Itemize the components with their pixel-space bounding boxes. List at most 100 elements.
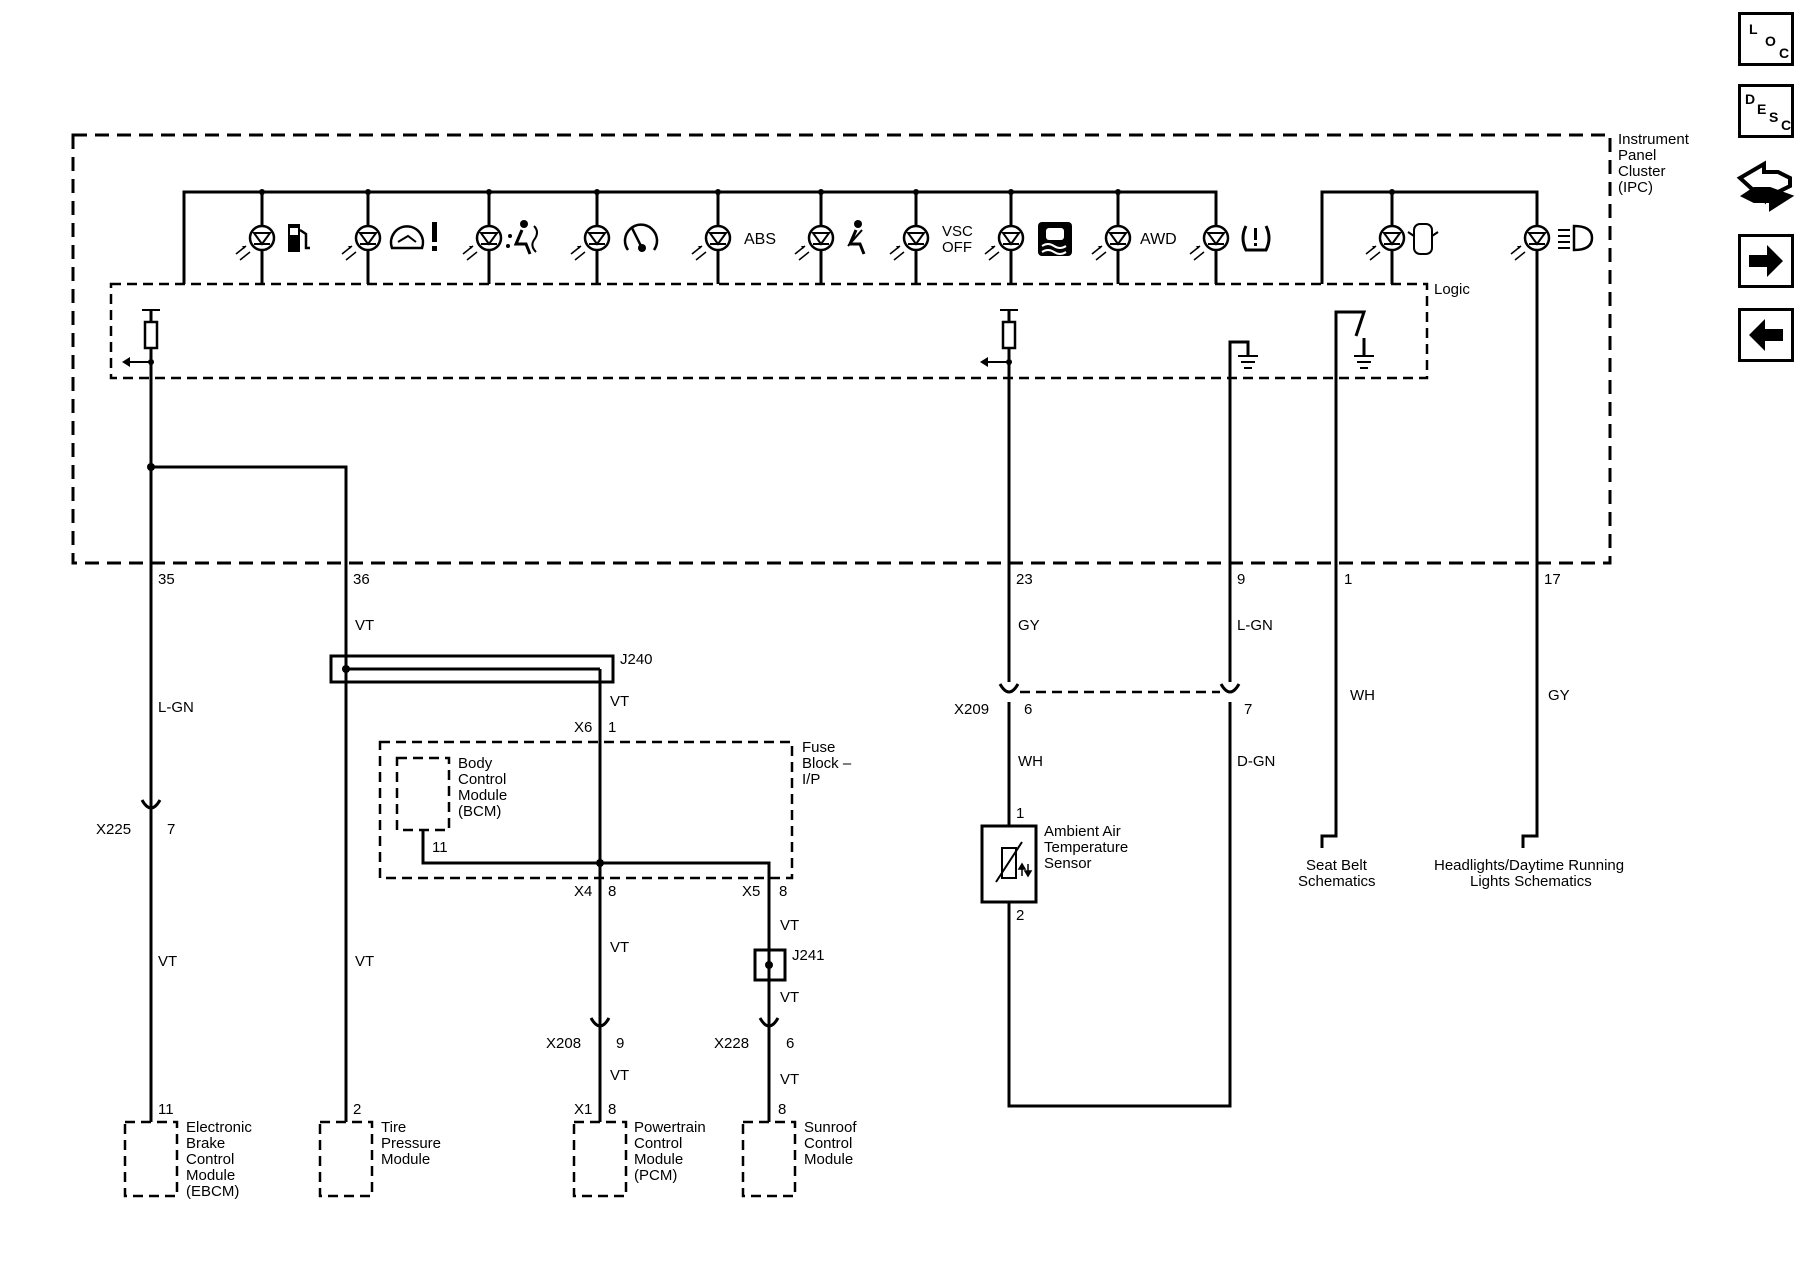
connector-x228-name: X228 [714,1035,749,1052]
sunroof-line1: Sunroof [804,1119,857,1136]
pin-9: 9 [1237,571,1245,588]
loc-letter-c: C [1779,45,1790,61]
connector-x228-pin: 6 [786,1035,794,1052]
connector-x6-name: X6 [574,719,592,736]
loc-button[interactable]: L O C [1738,12,1794,66]
wire-color-j240-down: VT [610,693,629,710]
wire-36 [151,465,348,1122]
pcm-line1: Powertrain [634,1119,706,1136]
splice-j240-label: J240 [620,651,653,668]
headlights-ref-line1: Headlights/Daytime Running [1434,857,1624,874]
connector-x6-pin: 1 [608,719,616,736]
lamp-abs [690,224,732,262]
wire-color-x4-down: VT [610,939,629,956]
logic-ground-9 [1228,340,1258,562]
lamp-vsc-off [888,224,930,262]
lamp-seatbelt [793,224,835,262]
tpm-pin: 2 [353,1101,361,1118]
seat-belt-ref-line1: Seat Belt [1306,857,1368,874]
bcm-line1: Body [458,755,493,772]
connector-x4-pin: 8 [608,883,616,900]
bcm-line2: Control [458,771,506,788]
pin-1: 1 [1344,571,1352,588]
seat-belt-ref-line2: Schematics [1298,873,1376,890]
connector-icon [1736,160,1795,212]
pcm-line3: Module [634,1151,683,1168]
ebcm-enclosure [123,1120,179,1198]
headlights-reference-terminal [1521,562,1539,848]
ebcm-pin: 11 [158,1101,174,1118]
lamp-airbag [461,224,503,262]
ipc-title-line3: Cluster [1618,163,1666,180]
connector-x208-pin: 9 [616,1035,624,1052]
vsc-indicator-line1: VSC [942,223,973,240]
sunroof-pin: 8 [778,1101,786,1118]
tpm-enclosure [318,1120,374,1198]
connector-x209-pin-a: 6 [1024,701,1032,718]
sunroof-line3: Module [804,1151,853,1168]
loc-letter-l: L [1749,21,1758,37]
pcm-line4: (PCM) [634,1167,677,1184]
wire-color-1: WH [1350,687,1375,704]
sunroof-enclosure [741,1120,797,1198]
ebcm-line5: (EBCM) [186,1183,239,1200]
wire-color-17: GY [1548,687,1570,704]
sensor-line3: Sensor [1044,855,1092,872]
wire-color-23-lower: WH [1018,753,1043,770]
fuse-block-line3: I/P [802,771,820,788]
vsc-indicator-line2: OFF [942,239,972,256]
ipc-title-line4: (IPC) [1618,179,1653,196]
connector-x208-name: X208 [546,1035,581,1052]
previous-button[interactable] [1738,308,1794,362]
fuse-block-enclosure [378,740,794,880]
wire-bcm-11 [421,830,771,1122]
fuse-block-line2: Block – [802,755,852,772]
logic-switch-1 [1334,310,1374,562]
wire-color-9: L-GN [1237,617,1273,634]
logic-label: Logic [1434,281,1470,298]
desc-letter-d: D [1745,91,1756,107]
pcm-line2: Control [634,1135,682,1152]
bcm-enclosure [395,756,451,832]
ebcm-line3: Control [186,1151,234,1168]
lamp-tire-pressure [1188,224,1230,262]
speedometer-icon [623,223,659,252]
abs-indicator-text: ABS [744,231,776,248]
arrow-right-icon [1749,245,1783,277]
tire-pressure-icon [1241,225,1271,252]
lamp-high-beam [1509,224,1551,262]
splice-j241 [753,948,787,982]
connector-x225-name: X225 [96,821,131,838]
next-button[interactable] [1738,234,1794,288]
lamp-awd [1090,224,1132,262]
tpm-line2: Pressure [381,1135,441,1152]
sensor-pin-bottom: 2 [1016,907,1024,924]
wire-color-9-lower: D-GN [1237,753,1275,770]
bcm-pin: 11 [432,839,448,856]
wire-color-36: VT [355,617,374,634]
lamp-door-ajar [1364,224,1406,262]
lamp-stability [983,224,1025,262]
sensor-line2: Temperature [1044,839,1128,856]
door-ajar-icon [1407,223,1439,255]
ipc-enclosure [71,133,1612,565]
tpm-line3: Module [381,1151,430,1168]
pin-36: 36 [353,571,370,588]
wire-color-x5-down: VT [780,917,799,934]
connector-x1-pin: 8 [608,1101,616,1118]
ambient-temperature-sensor [980,824,1038,904]
arrow-left-icon [1749,319,1783,351]
lamp-service-engine [340,224,382,262]
fuse-block-line1: Fuse [802,739,835,756]
lamp-bus-right [1320,190,1539,562]
connector-x209-pin-b: 7 [1244,701,1252,718]
connector-view-button[interactable] [1734,156,1798,222]
connector-x1-name: X1 [574,1101,592,1118]
splice-j240 [329,654,615,684]
desc-letter-s: S [1769,109,1779,125]
desc-button[interactable]: D E S C [1738,84,1794,138]
connector-x5-pin: 8 [779,883,787,900]
sensor-line1: Ambient Air [1044,823,1121,840]
bcm-line4: (BCM) [458,803,501,820]
headlights-ref-line2: Lights Schematics [1470,873,1592,890]
